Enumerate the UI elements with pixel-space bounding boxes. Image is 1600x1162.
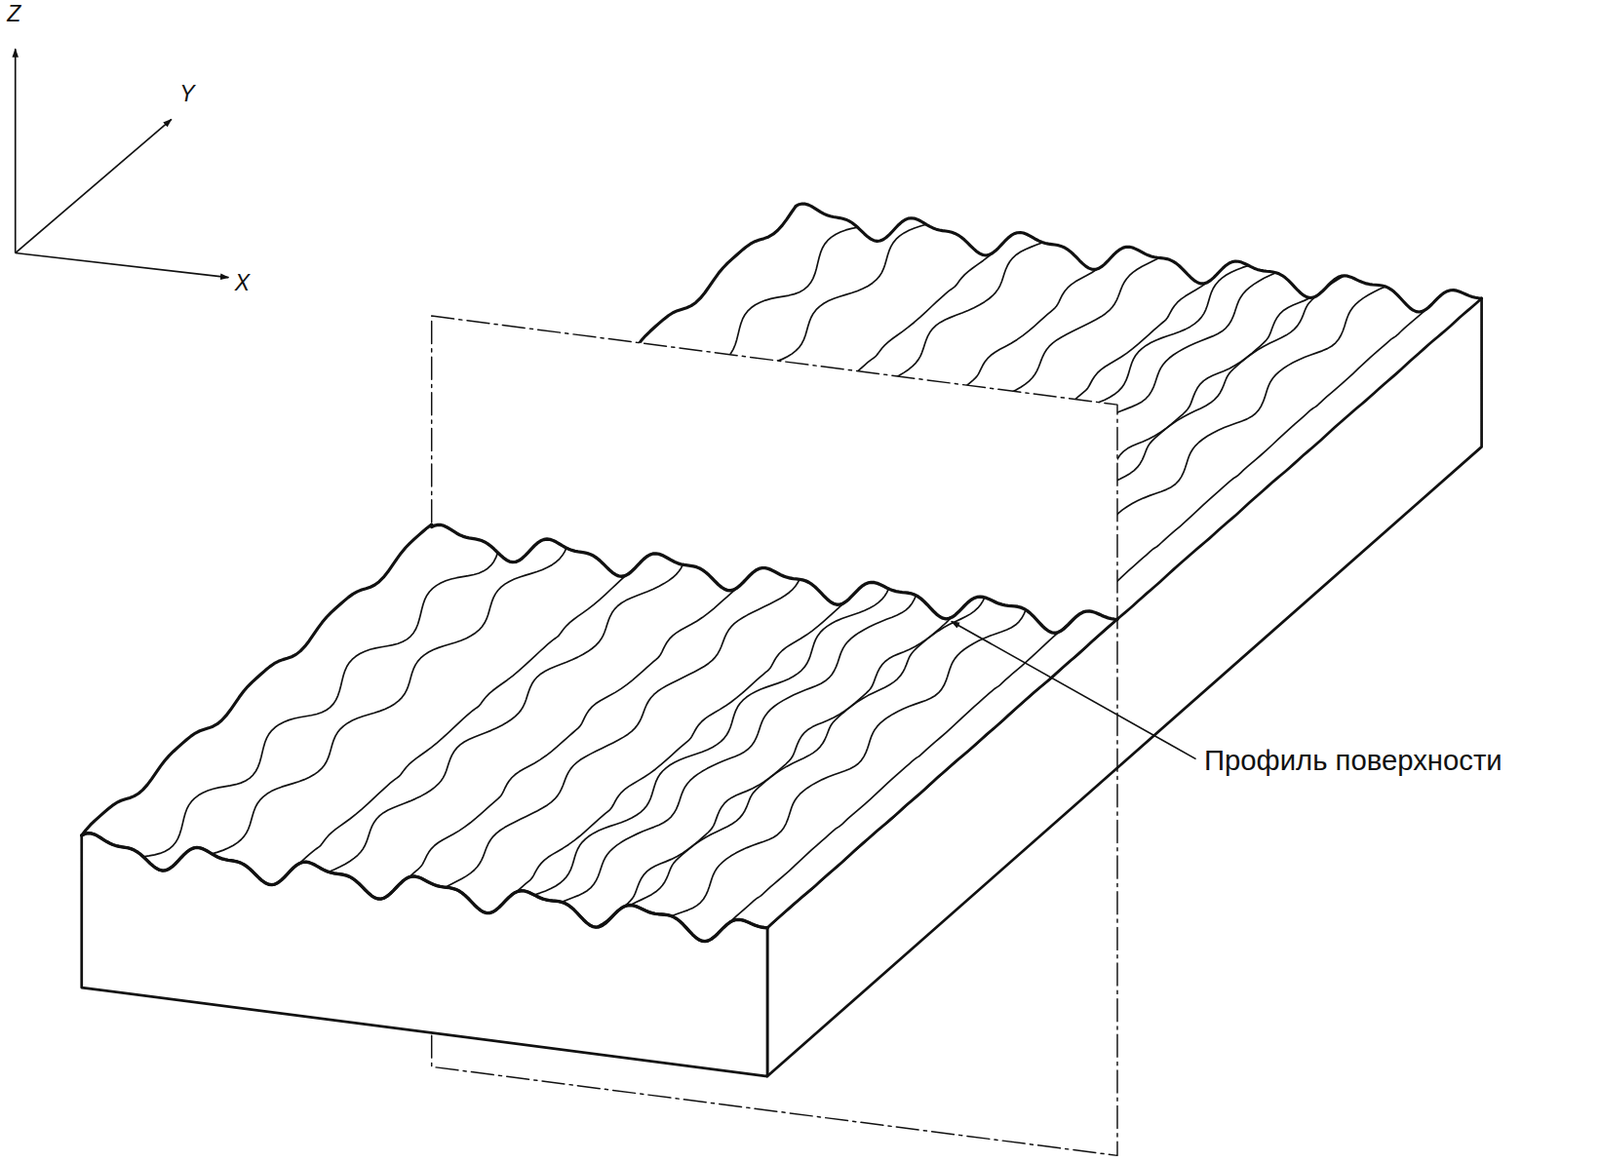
lay-line xyxy=(671,610,1026,917)
axis-label: X xyxy=(234,271,250,296)
lay-line xyxy=(534,588,889,896)
front-top-edge xyxy=(81,833,768,942)
lay-line xyxy=(211,547,566,855)
axis-line xyxy=(15,253,230,278)
surface-profile xyxy=(431,524,1118,633)
front-right-edge xyxy=(767,619,1118,929)
lay-line xyxy=(328,564,683,872)
axis-label: Y xyxy=(179,81,195,107)
leader-line xyxy=(951,621,1197,759)
lay-line xyxy=(143,552,498,858)
axis-line xyxy=(14,48,17,253)
lay-line xyxy=(719,619,1074,933)
lay-line xyxy=(561,595,916,903)
axis-line xyxy=(15,118,172,253)
axis-label: Z xyxy=(6,1,21,27)
lay-line xyxy=(629,597,984,906)
callout-label: Профиль поверхности xyxy=(1204,744,1503,777)
front-left-edge xyxy=(81,524,432,836)
front-face xyxy=(81,833,768,1077)
drawing-group xyxy=(15,48,1483,1156)
back-edge xyxy=(795,203,1482,313)
lay-line xyxy=(595,618,950,928)
